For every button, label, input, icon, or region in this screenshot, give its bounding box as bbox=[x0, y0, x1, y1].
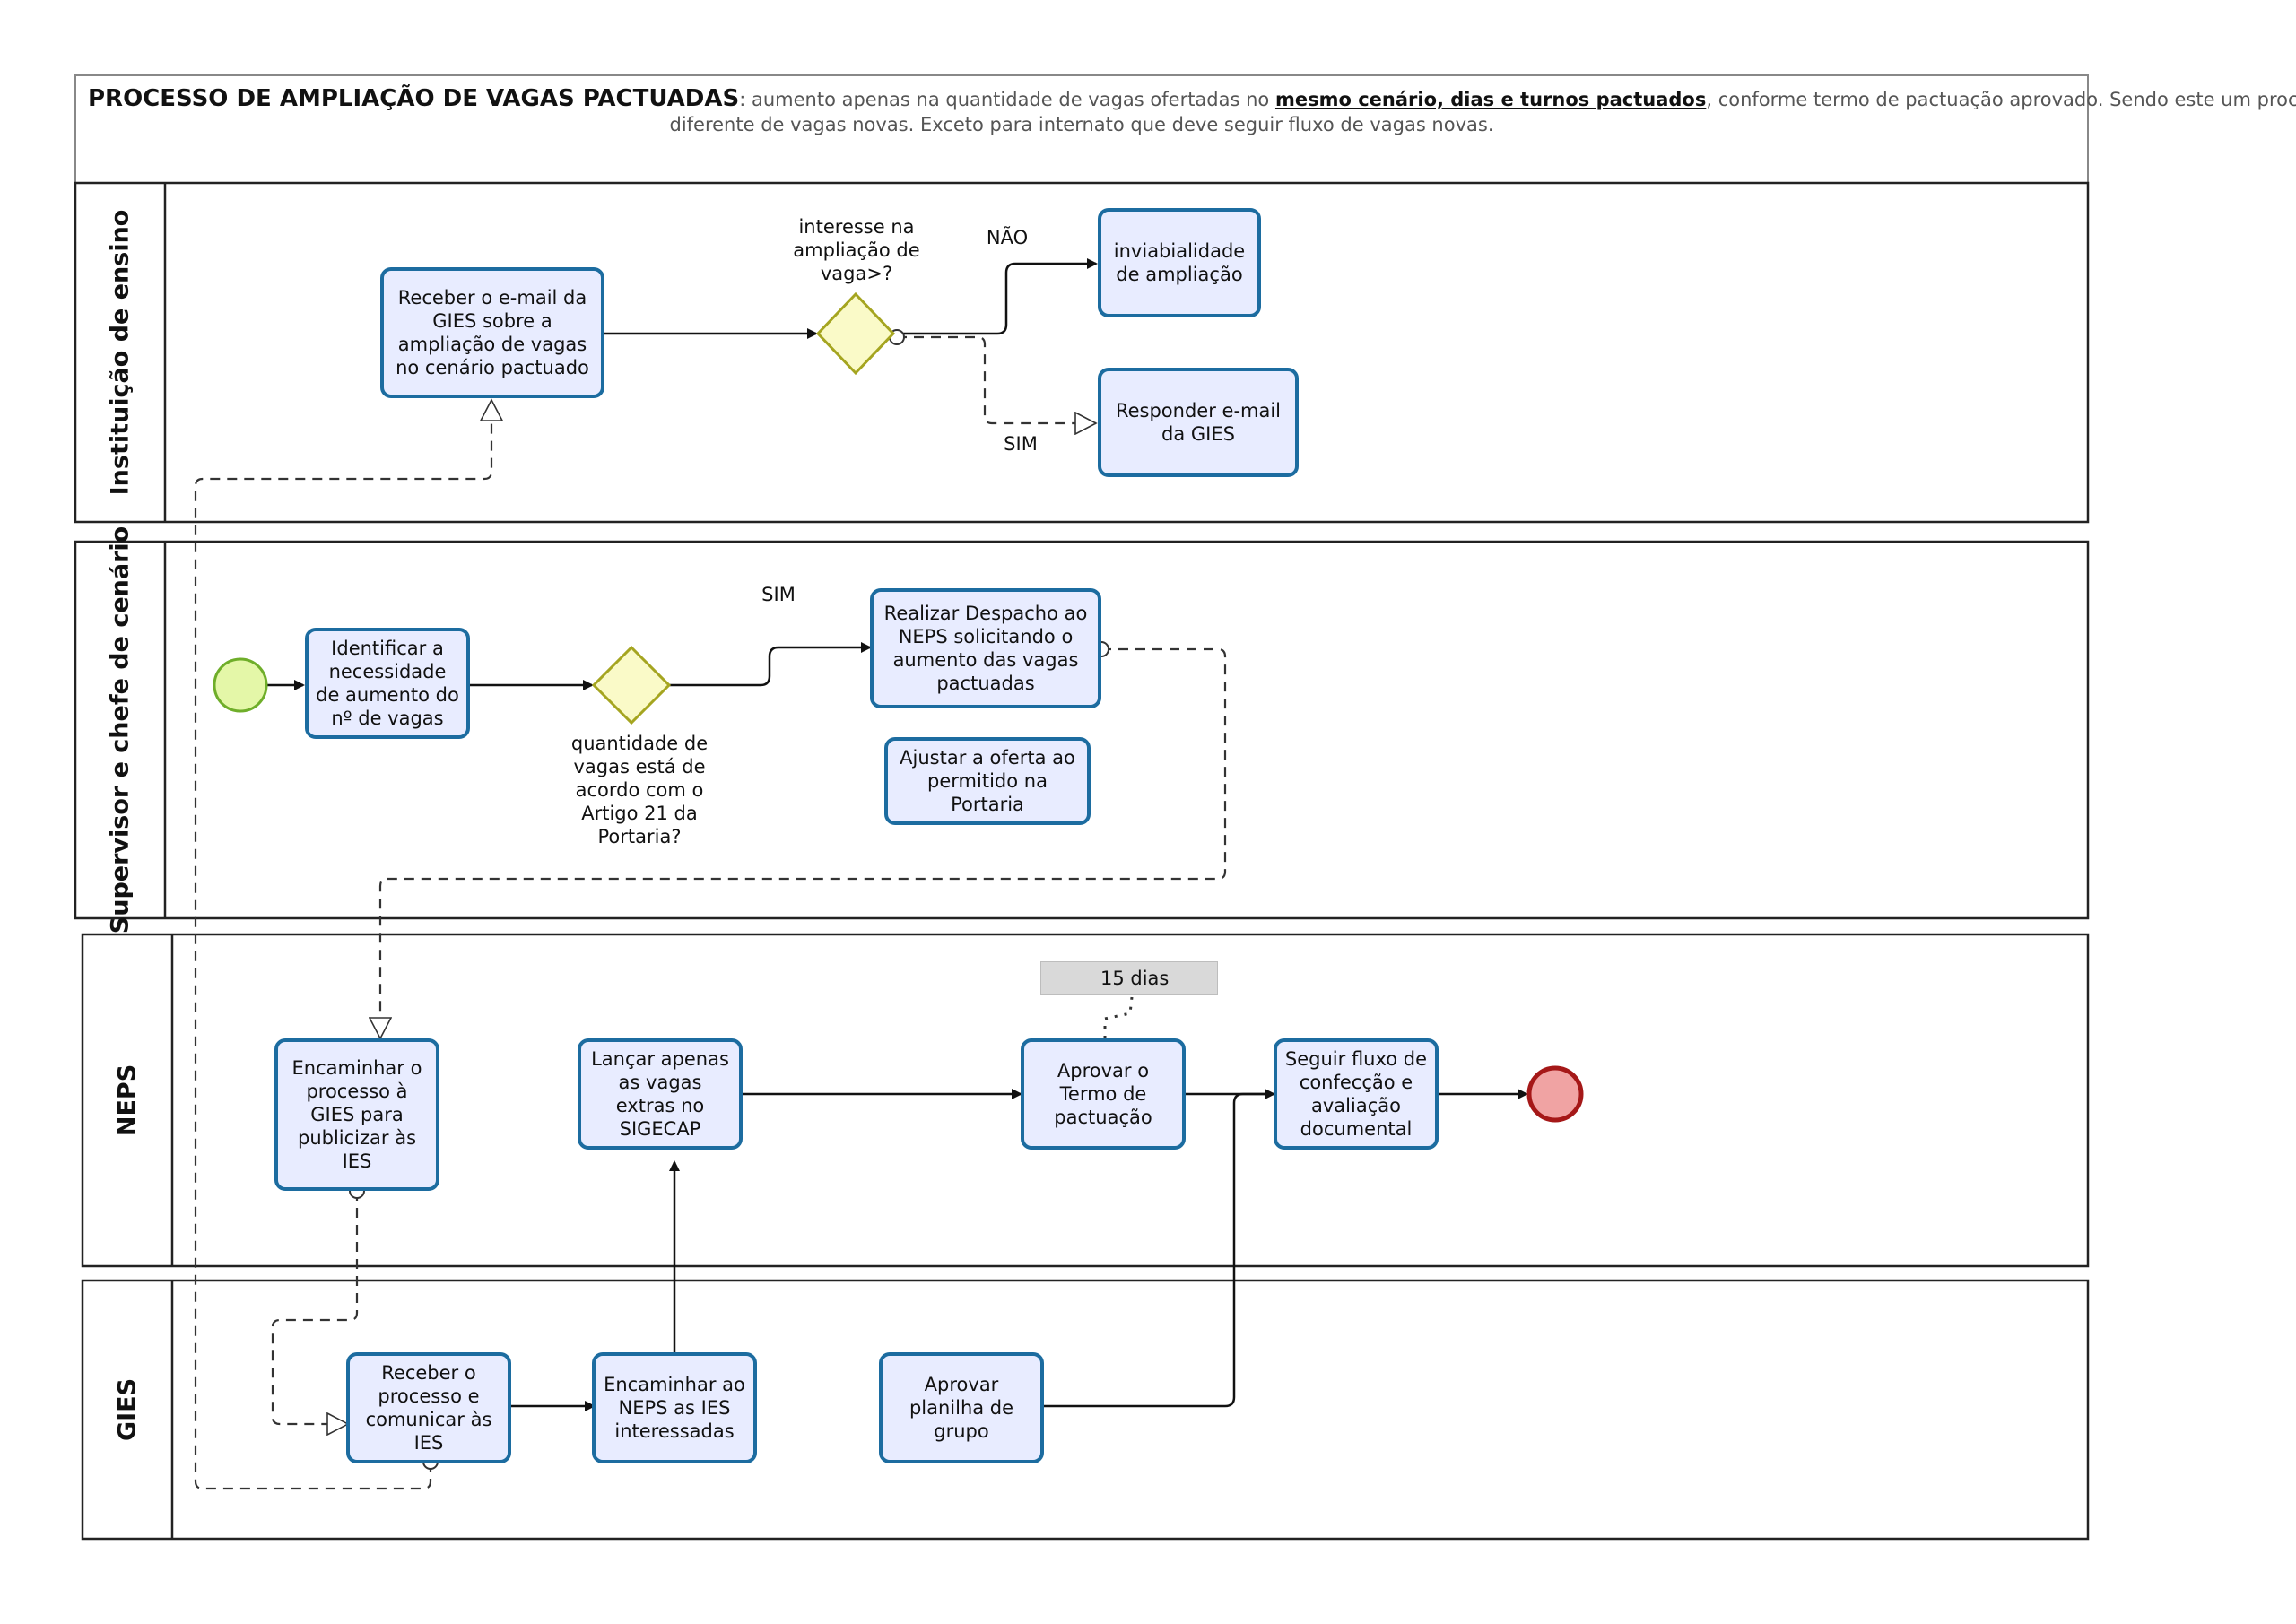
title-bold: PROCESSO DE AMPLIAÇÃO DE VAGAS PACTUADAS bbox=[88, 85, 740, 112]
task-responder-email-label: Responder e-mail da GIES bbox=[1115, 400, 1282, 445]
title-part1: : aumento apenas na quantidade de vagas … bbox=[739, 89, 1275, 110]
task-receber-processo[interactable]: Receber o processo e comunicar às IES bbox=[346, 1352, 511, 1463]
title-part2: , conforme termo de pactuação aprovado. … bbox=[1706, 89, 2296, 110]
lane-supervisor bbox=[74, 540, 2090, 920]
msg-receber-processo-to-receber-email bbox=[194, 400, 491, 1490]
title-underlined: mesmo cenário, dias e turnos pactuados bbox=[1274, 89, 1707, 110]
task-encaminhar-gies-label: Encaminhar o processo à GIES para public… bbox=[291, 1057, 422, 1172]
task-receber-email-label: Receber o e-mail da GIES sobre a ampliaç… bbox=[396, 287, 589, 378]
annotation-15-dias-label: 15 dias bbox=[1100, 968, 1170, 989]
lane-label-instituicao: Instituição de ensino bbox=[106, 209, 135, 496]
task-aprovar-planilha-label: Aprovar planilha de grupo bbox=[909, 1374, 1014, 1442]
task-aprovar-termo-label: Aprovar o Termo de pactuação bbox=[1054, 1060, 1152, 1128]
lane-label-gies: GIES bbox=[113, 1377, 142, 1442]
msg-gateway1-sim-to-responder bbox=[897, 335, 1096, 423]
flow-gateway2-sim bbox=[669, 642, 872, 687]
annotation-association bbox=[1103, 996, 1134, 1038]
flow-gateway1-nao bbox=[897, 258, 1098, 335]
task-encaminhar-neps-label: Encaminhar ao NEPS as IES interessadas bbox=[604, 1374, 745, 1442]
lane-label-supervisor: Supervisor e chefe de cenário bbox=[106, 525, 135, 934]
task-lancar-vagas-label: Lançar apenas as vagas extras no SIGECAP bbox=[591, 1048, 729, 1140]
msg-encaminhar-gies-to-receber-processo bbox=[271, 1191, 359, 1424]
task-aprovar-termo[interactable]: Aprovar o Termo de pactuação bbox=[1021, 1038, 1186, 1150]
task-inviabilidade-label: inviabialidade de ampliação bbox=[1113, 240, 1246, 285]
task-receber-processo-label: Receber o processo e comunicar às IES bbox=[365, 1362, 492, 1454]
task-identificar-label: Identificar a necessidade de aumento do … bbox=[316, 638, 459, 729]
task-aprovar-planilha[interactable]: Aprovar planilha de grupo bbox=[879, 1352, 1044, 1463]
flow-label-sim-top: SIM bbox=[1004, 433, 1038, 455]
task-realizar-despacho-label: Realizar Despacho ao NEPS solicitando o … bbox=[883, 603, 1088, 694]
start-event[interactable] bbox=[213, 657, 268, 713]
diagram-title: PROCESSO DE AMPLIAÇÃO DE VAGAS PACTUADAS… bbox=[75, 75, 2296, 183]
task-ajustar-oferta-label: Ajustar a oferta ao permitido na Portari… bbox=[900, 747, 1075, 815]
task-encaminhar-neps[interactable]: Encaminhar ao NEPS as IES interessadas bbox=[592, 1352, 757, 1463]
gateway-interesse[interactable] bbox=[815, 291, 896, 376]
task-inviabilidade[interactable]: inviabialidade de ampliação bbox=[1098, 208, 1261, 317]
lane-label-neps: NEPS bbox=[113, 1064, 142, 1137]
title-line-1: PROCESSO DE AMPLIAÇÃO DE VAGAS PACTUADAS… bbox=[88, 85, 2296, 112]
task-ajustar-oferta[interactable]: Ajustar a oferta ao permitido na Portari… bbox=[884, 737, 1091, 825]
flow-label-nao: NÃO bbox=[986, 227, 1029, 248]
task-seguir-fluxo[interactable]: Seguir fluxo de confecção e avaliação do… bbox=[1274, 1038, 1439, 1150]
msg-despacho-to-encaminhar-gies bbox=[380, 647, 1227, 1038]
task-seguir-fluxo-label: Seguir fluxo de confecção e avaliação do… bbox=[1284, 1048, 1428, 1140]
task-encaminhar-gies[interactable]: Encaminhar o processo à GIES para public… bbox=[274, 1038, 439, 1191]
flow-planilha-to-seguir bbox=[1044, 1089, 1275, 1408]
title-line-2: diferente de vagas novas. Exceto para in… bbox=[669, 114, 1494, 135]
task-identificar[interactable]: Identificar a necessidade de aumento do … bbox=[305, 628, 470, 739]
lane-gies bbox=[81, 1279, 2090, 1541]
task-receber-email[interactable]: Receber o e-mail da GIES sobre a ampliaç… bbox=[380, 267, 604, 398]
gateway-quantidade-label: quantidade de vagas está de acordo com o… bbox=[570, 733, 709, 847]
gateway-interesse-label: interesse na ampliação de vaga>? bbox=[793, 216, 920, 284]
task-realizar-despacho[interactable]: Realizar Despacho ao NEPS solicitando o … bbox=[870, 588, 1101, 708]
task-responder-email[interactable]: Responder e-mail da GIES bbox=[1098, 368, 1299, 477]
gateway-quantidade[interactable] bbox=[591, 645, 672, 725]
flow-label-sim-supervisor: SIM bbox=[761, 584, 796, 605]
annotation-15-dias: 15 dias bbox=[1040, 961, 1218, 995]
end-event[interactable] bbox=[1526, 1065, 1584, 1123]
task-lancar-vagas[interactable]: Lançar apenas as vagas extras no SIGECAP bbox=[578, 1038, 743, 1150]
lane-instituicao bbox=[74, 181, 2090, 524]
lane-neps bbox=[81, 933, 2090, 1268]
